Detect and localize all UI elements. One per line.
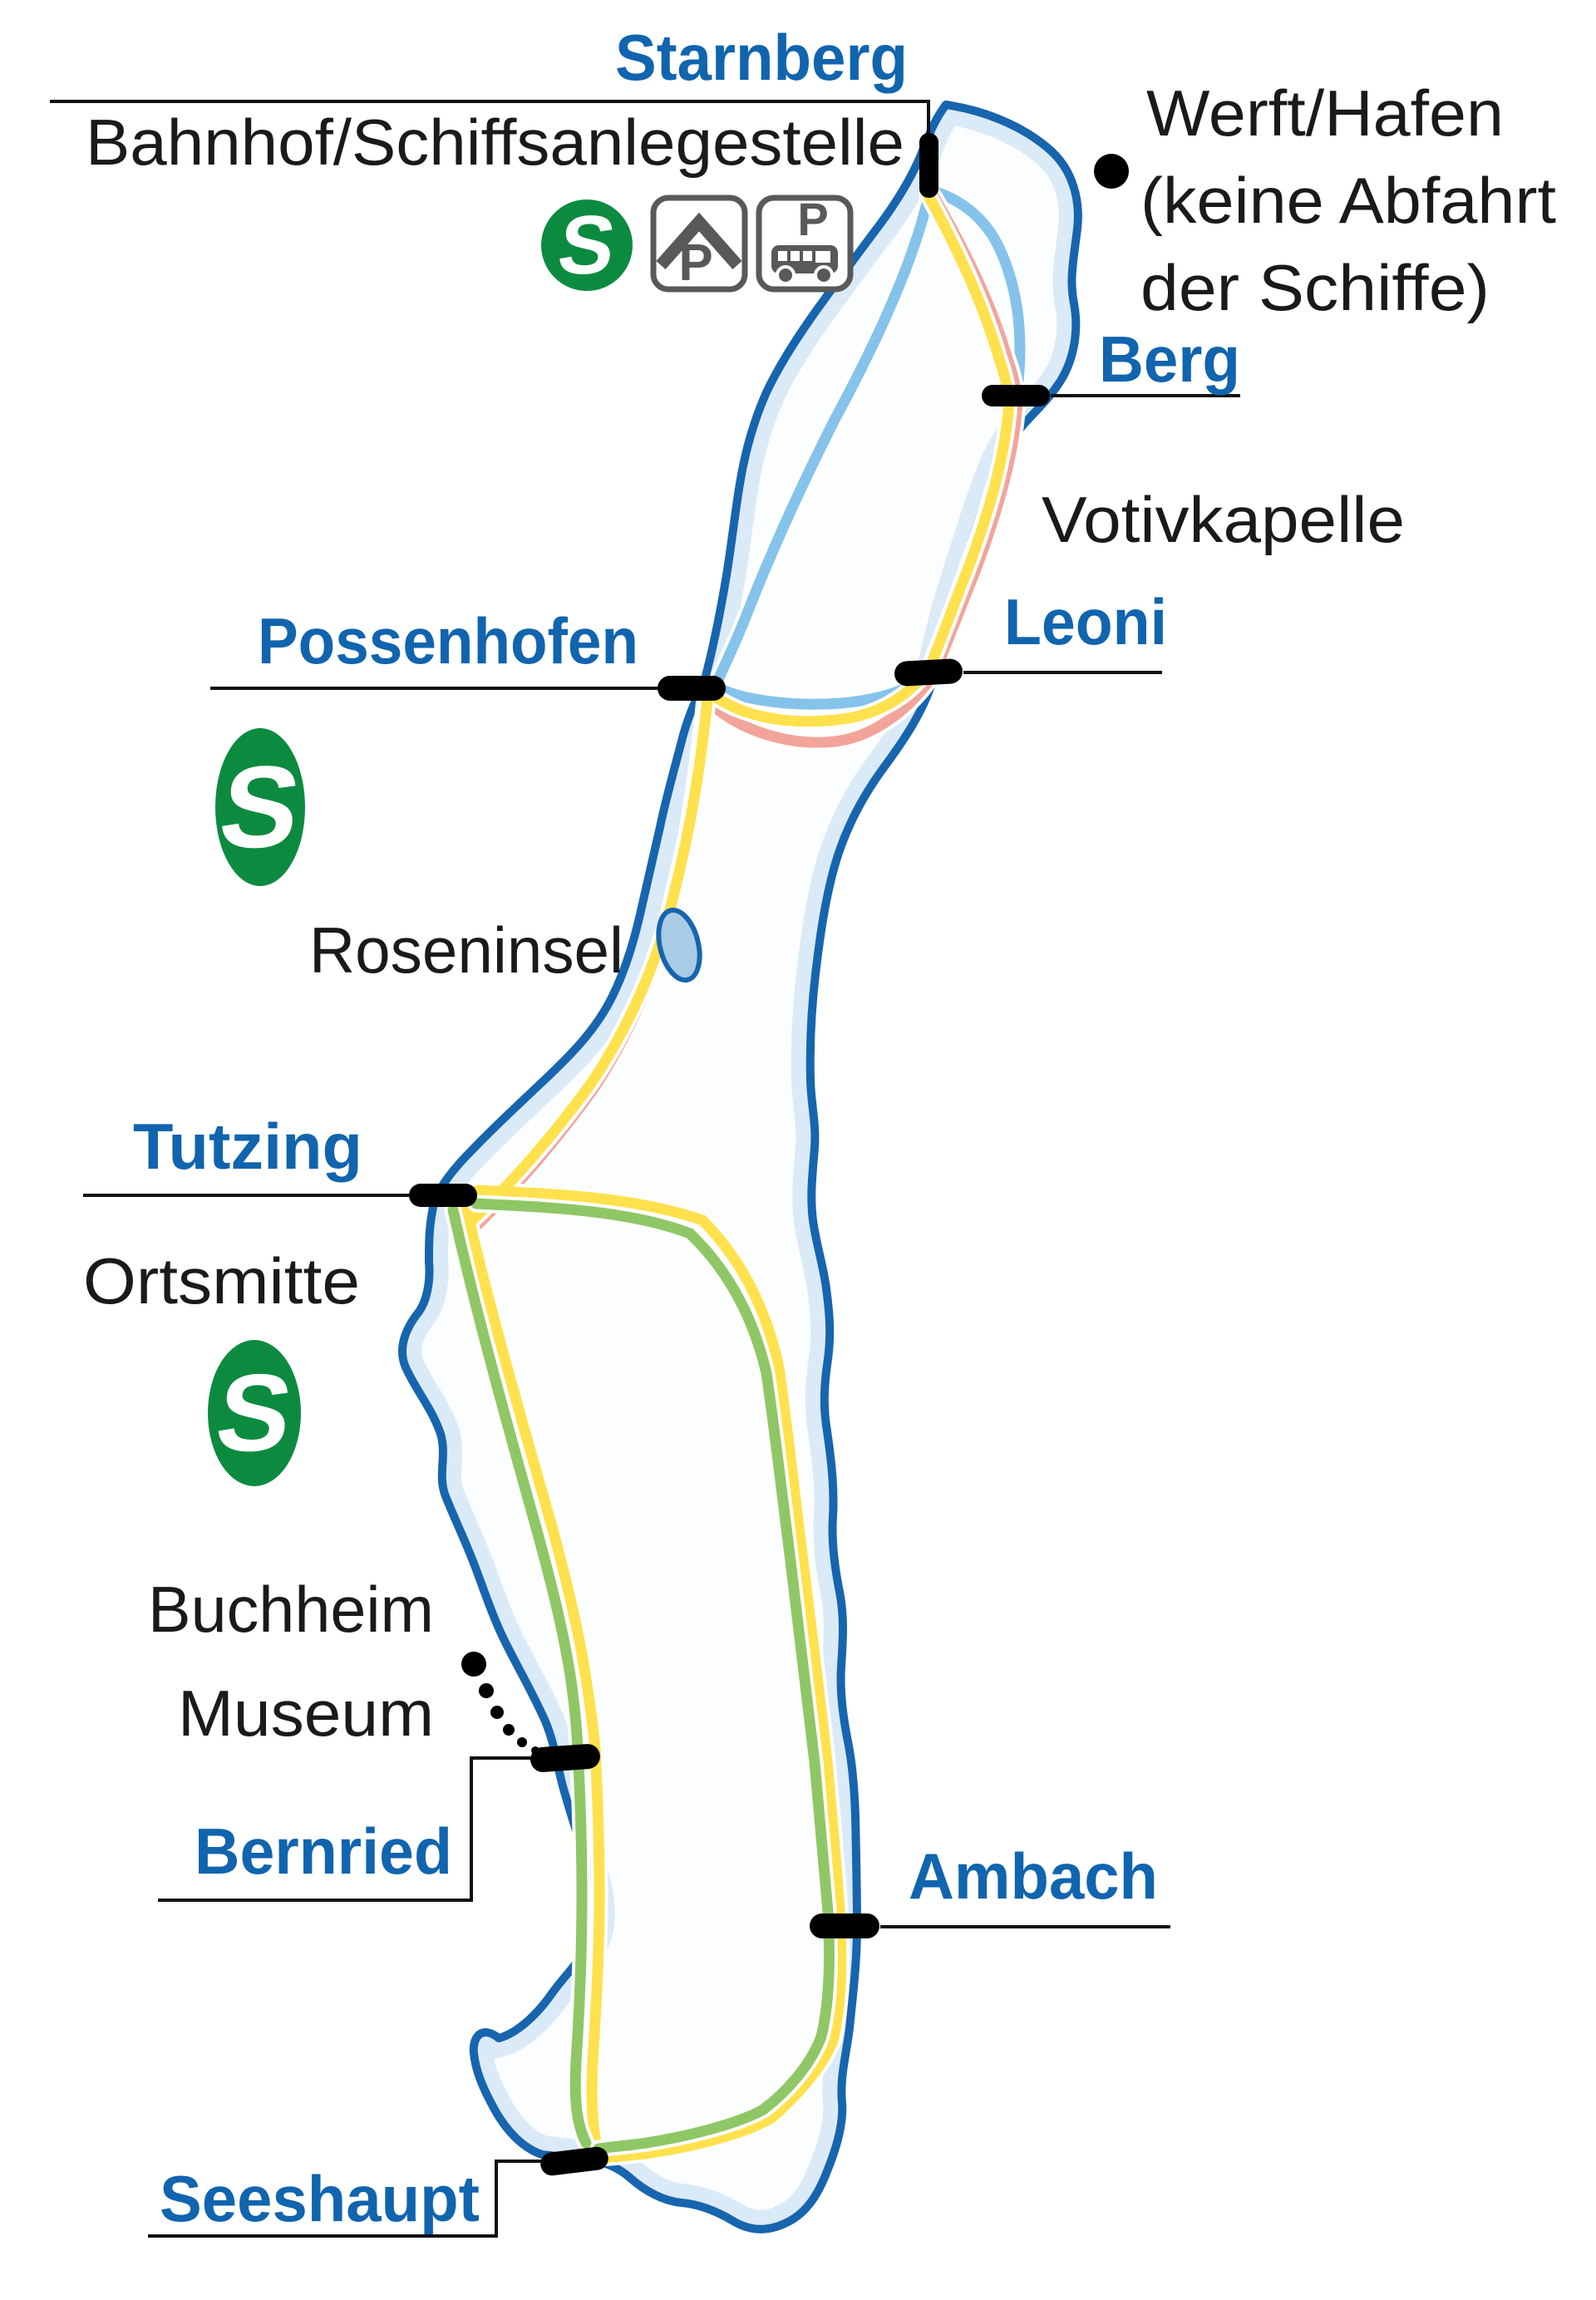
label-tutzing-sub: Ortsmitte (83, 1244, 360, 1317)
sbahn-letter: S (212, 742, 308, 872)
label-starnberg-sub: Bahnhof/Schiffsanlegestelle (86, 106, 904, 179)
label-werft-line3: der Schiffe) (1140, 251, 1490, 324)
callout-bernried (158, 1756, 533, 1902)
label-ambach: Ambach (909, 1840, 1158, 1913)
buchheim-museum-dot (461, 1652, 486, 1677)
label-buchheim-line2: Museum (178, 1677, 434, 1750)
werft-hafen-dot (1094, 154, 1129, 189)
park-and-ride-bus-icon: P (756, 193, 854, 293)
label-seeshaupt: Seeshaupt (160, 2162, 480, 2235)
label-leoni: Leoni (1004, 585, 1167, 658)
sbahn-icon-possenhofen: S (212, 728, 308, 886)
label-tutzing: Tutzing (133, 1110, 362, 1183)
label-votivkapelle: Votivkapelle (1042, 483, 1405, 556)
parking-garage-letter: P (678, 234, 712, 292)
pier-starnberg (919, 133, 938, 198)
label-starnberg: Starnberg (615, 21, 908, 94)
callout-starnberg (50, 100, 930, 136)
parking-bus-letter: P (797, 193, 828, 245)
pier-tutzing (409, 1184, 477, 1207)
callout-seeshaupt (148, 2160, 542, 2238)
label-buchheim-line1: Buchheim (148, 1573, 434, 1646)
sbahn-icon-starnberg: S (541, 199, 633, 292)
pier-ambach (810, 1913, 879, 1938)
pier-leoni (894, 658, 963, 687)
sbahn-icon-tutzing: S (208, 1340, 301, 1486)
label-werft-line2: (keine Abfahrt (1140, 164, 1556, 237)
label-werft-line1: Werft/Hafen (1146, 76, 1504, 150)
sbahn-letter: S (553, 199, 621, 291)
label-berg: Berg (1099, 323, 1240, 396)
bus-glyph (771, 245, 838, 285)
pier-berg (982, 385, 1050, 406)
roseninsel-island (656, 907, 702, 983)
pier-possenhofen (658, 676, 726, 701)
pier-seeshaupt (540, 2146, 608, 2176)
label-roseninsel: Roseninsel (309, 914, 623, 987)
pier-bernried (530, 1744, 600, 1772)
label-possenhofen: Possenhofen (258, 604, 638, 677)
parking-garage-icon: P (650, 195, 748, 293)
sbahn-letter: S (209, 1352, 300, 1475)
label-bernried: Bernried (195, 1815, 452, 1888)
buchheim-dotted-trail (479, 1683, 539, 1755)
